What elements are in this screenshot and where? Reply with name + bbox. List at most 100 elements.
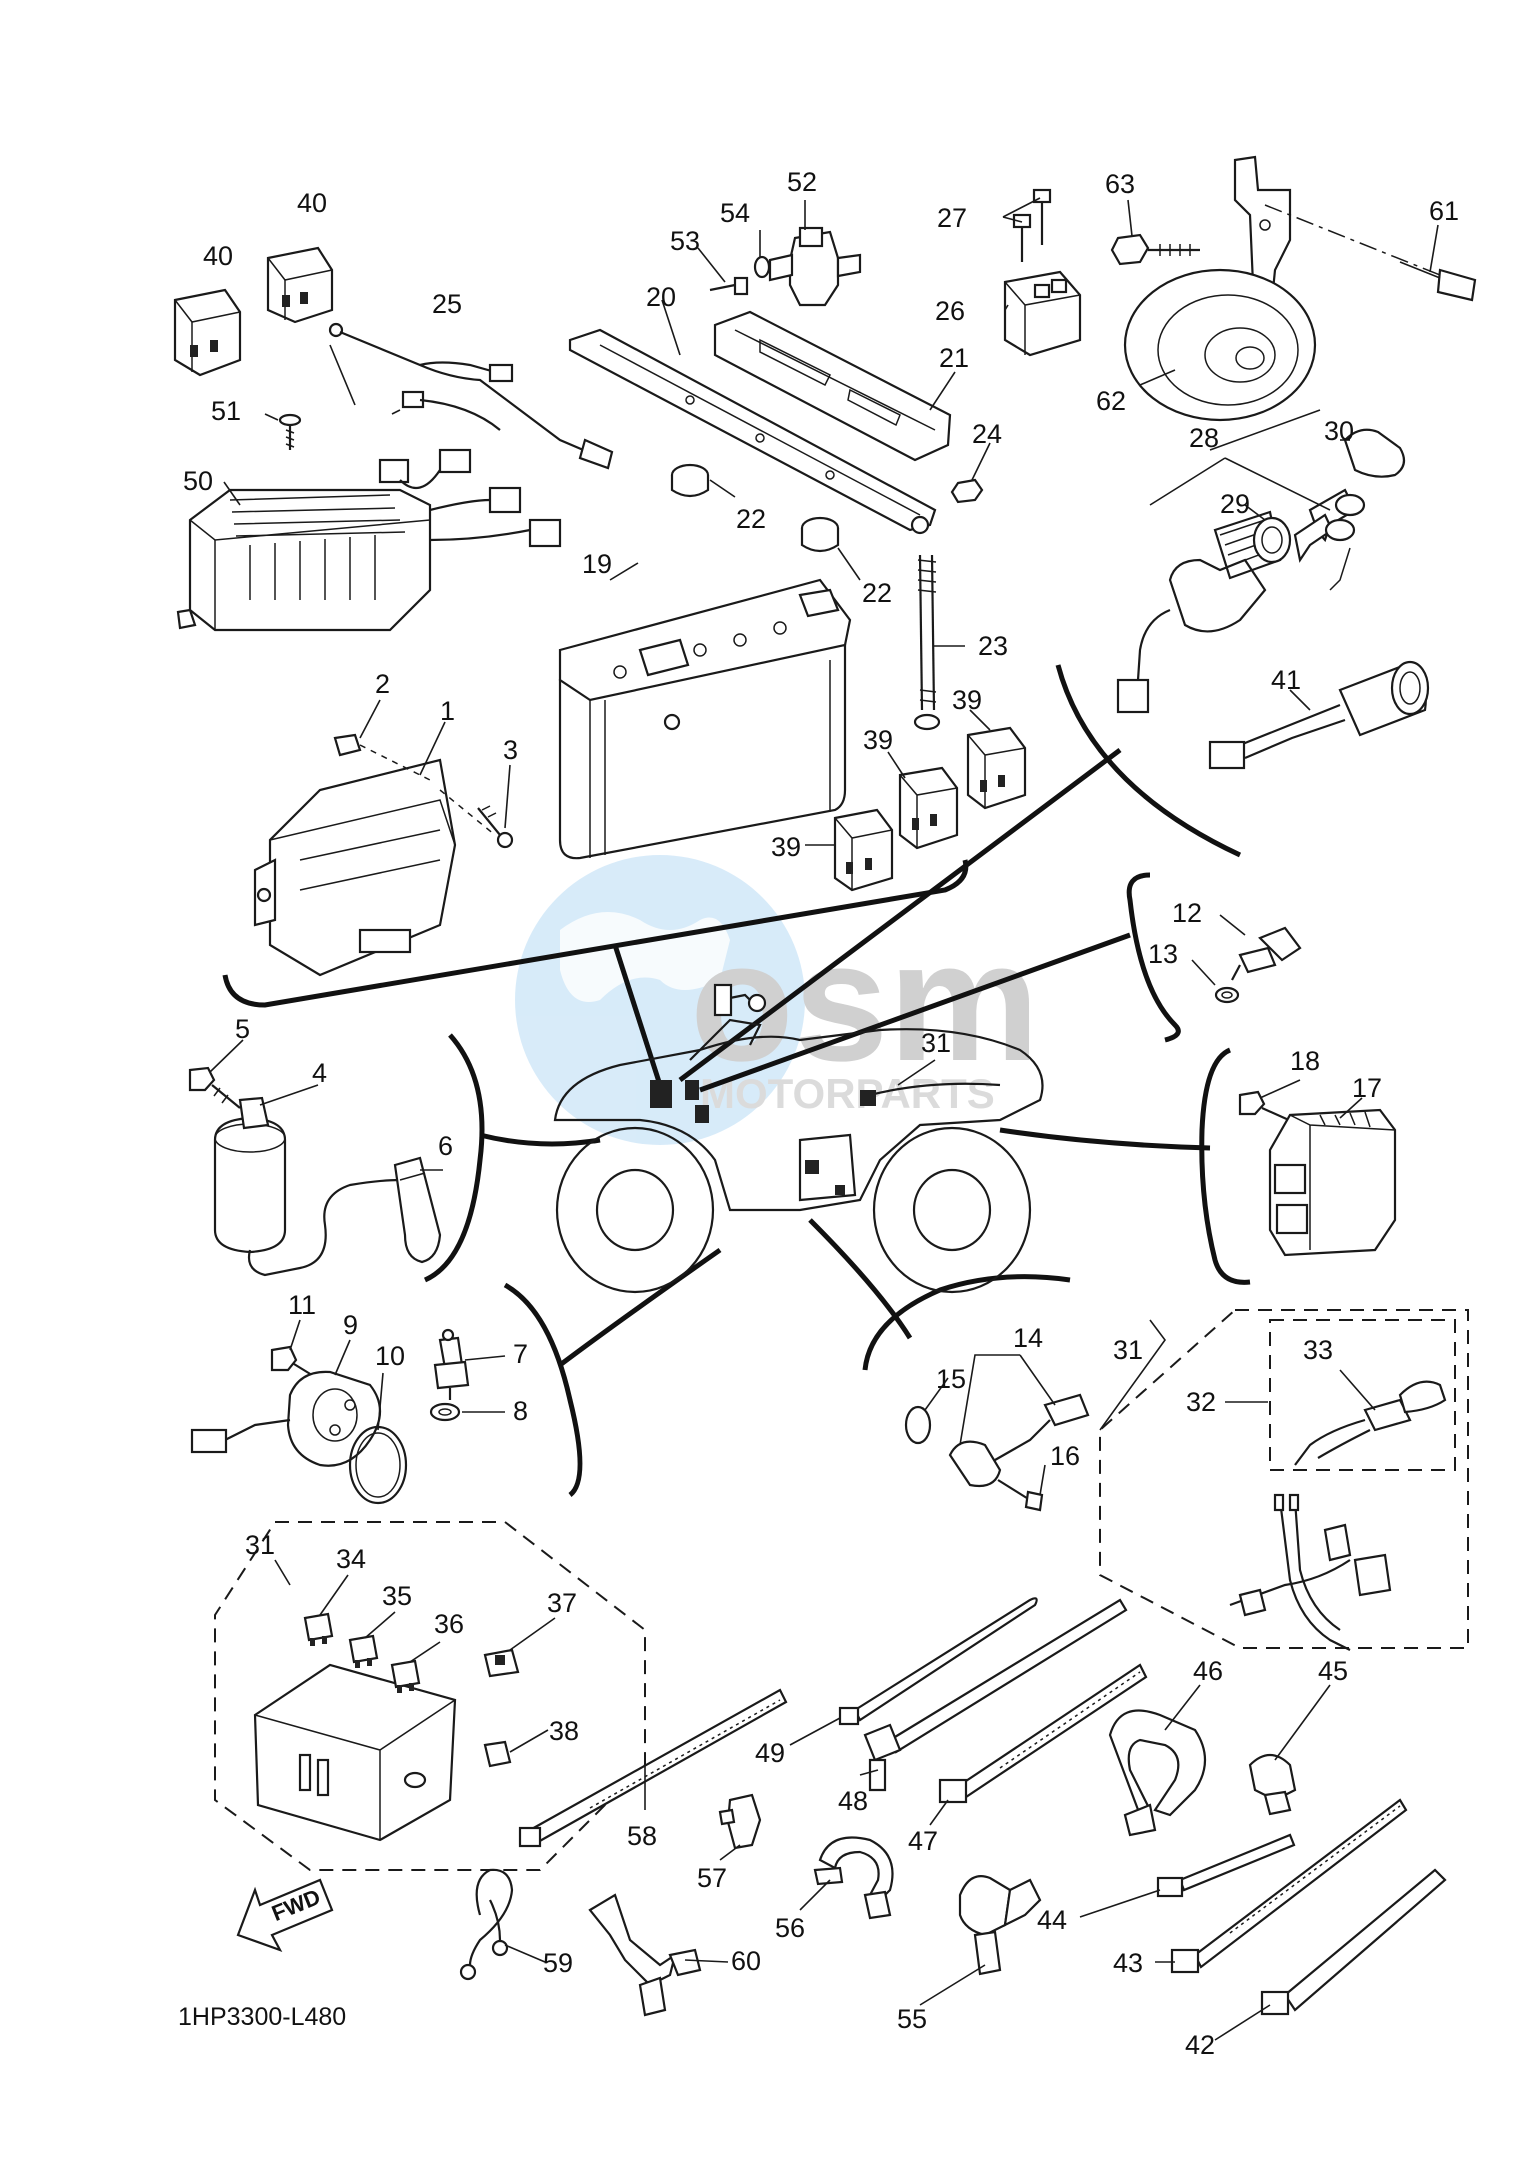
callout-31: 31 bbox=[1113, 1335, 1143, 1365]
atv-vehicle bbox=[553, 983, 1044, 1294]
callout-52: 52 bbox=[787, 167, 817, 197]
callout-8: 8 bbox=[513, 1396, 528, 1426]
damper-22b bbox=[800, 516, 840, 553]
relay-40-lower bbox=[173, 288, 242, 377]
fuse-35 bbox=[348, 1634, 379, 1668]
callout-27: 27 bbox=[937, 203, 967, 233]
relay-39-middle bbox=[898, 766, 959, 850]
main-switch-28 bbox=[1116, 510, 1282, 714]
washer-54 bbox=[753, 255, 771, 279]
watermark-sub-text: MOTORPARTS bbox=[700, 1070, 995, 1117]
bolt-27b bbox=[1012, 213, 1032, 262]
clamp-45 bbox=[1248, 1753, 1297, 1816]
callout-4: 4 bbox=[312, 1058, 327, 1088]
callout-62: 62 bbox=[1096, 386, 1126, 416]
cable-tie-49 bbox=[838, 1597, 1038, 1726]
o-ring-10 bbox=[348, 1425, 408, 1505]
callout-18: 18 bbox=[1290, 1046, 1320, 1076]
callout-53: 53 bbox=[670, 226, 700, 256]
fuse-38 bbox=[483, 1740, 512, 1768]
ecu-1 bbox=[253, 758, 457, 977]
callout-54: 54 bbox=[720, 198, 750, 228]
bracket-20 bbox=[568, 328, 937, 535]
bolt-51 bbox=[278, 413, 302, 450]
kit-32-boundary bbox=[1269, 1319, 1456, 1471]
fuse-37 bbox=[483, 1648, 520, 1678]
sensor-12 bbox=[1231, 926, 1302, 981]
plug-cap-6 bbox=[393, 1156, 442, 1264]
callout-21: 21 bbox=[939, 343, 969, 373]
callout-63: 63 bbox=[1105, 169, 1135, 199]
horn-bracket bbox=[1233, 155, 1292, 332]
callout-39: 39 bbox=[771, 832, 801, 862]
rod-23 bbox=[913, 554, 941, 731]
cable-tie-58 bbox=[518, 1688, 788, 1848]
callout-39: 39 bbox=[863, 725, 893, 755]
callout-26: 26 bbox=[935, 296, 965, 326]
bolt-16 bbox=[997, 1479, 1044, 1512]
callout-49: 49 bbox=[755, 1738, 785, 1768]
callout-15: 15 bbox=[936, 1364, 966, 1394]
callout-labels: 40 40 25 51 50 52 54 53 20 21 24 22 22 1… bbox=[183, 167, 1459, 2060]
callout-33: 33 bbox=[1303, 1335, 1333, 1365]
callout-17: 17 bbox=[1352, 1073, 1382, 1103]
callout-58: 58 bbox=[627, 1821, 657, 1851]
regulator-17 bbox=[1268, 1108, 1397, 1257]
horn-62 bbox=[1123, 268, 1317, 422]
callout-45: 45 bbox=[1318, 1656, 1348, 1686]
callout-44: 44 bbox=[1037, 1905, 1067, 1935]
callout-22: 22 bbox=[862, 578, 892, 608]
clamp-56 bbox=[813, 1836, 894, 1920]
clamp-46 bbox=[1108, 1709, 1206, 1837]
callout-20: 20 bbox=[646, 282, 676, 312]
callout-12: 12 bbox=[1172, 898, 1202, 928]
callout-34: 34 bbox=[336, 1544, 366, 1574]
fusebox-31-boundary bbox=[214, 1521, 646, 1871]
sender-7 bbox=[433, 1328, 470, 1400]
callout-38: 38 bbox=[549, 1716, 579, 1746]
callout-51: 51 bbox=[211, 396, 241, 426]
callout-28: 28 bbox=[1189, 423, 1219, 453]
sensor-52 bbox=[768, 226, 862, 307]
callout-46: 46 bbox=[1193, 1656, 1223, 1686]
callout-42: 42 bbox=[1185, 2030, 1215, 2060]
bolt-27a bbox=[1032, 188, 1052, 245]
callout-14: 14 bbox=[1013, 1323, 1043, 1353]
callout-5: 5 bbox=[235, 1014, 250, 1044]
clamp-60 bbox=[588, 1893, 702, 2017]
watermark: osm MOTORPARTS bbox=[515, 855, 1040, 1145]
cable-tie-43 bbox=[1170, 1798, 1408, 1974]
callout-50: 50 bbox=[183, 466, 213, 496]
callout-61: 61 bbox=[1429, 196, 1459, 226]
callout-31: 31 bbox=[245, 1530, 275, 1560]
fuse-34 bbox=[303, 1612, 334, 1646]
callout-29: 29 bbox=[1220, 489, 1250, 519]
callout-48: 48 bbox=[838, 1786, 868, 1816]
callout-6: 6 bbox=[438, 1131, 453, 1161]
callout-37: 37 bbox=[547, 1588, 577, 1618]
callout-43: 43 bbox=[1113, 1948, 1143, 1978]
callout-30: 30 bbox=[1324, 416, 1354, 446]
callout-40: 40 bbox=[203, 241, 233, 271]
cable-tie-44 bbox=[1156, 1833, 1296, 1898]
callout-36: 36 bbox=[434, 1609, 464, 1639]
cable-tie-42 bbox=[1260, 1868, 1447, 2016]
callout-16: 16 bbox=[1050, 1441, 1080, 1471]
harness-25 bbox=[328, 322, 614, 470]
callout-7: 7 bbox=[513, 1339, 528, 1369]
clamp-55 bbox=[958, 1874, 1042, 1976]
relay-39-lower bbox=[833, 808, 894, 892]
watermark-logo-text: osm bbox=[690, 907, 1040, 1097]
bolt-63 bbox=[1110, 233, 1200, 266]
starter-relay-26 bbox=[1003, 270, 1082, 357]
clip-57 bbox=[718, 1793, 762, 1850]
rectifier-regulator-50 bbox=[176, 448, 562, 632]
callout-10: 10 bbox=[375, 1341, 405, 1371]
callout-55: 55 bbox=[897, 2004, 927, 2034]
callout-39: 39 bbox=[952, 685, 982, 715]
key-30 bbox=[1293, 428, 1406, 591]
horn-wire-61 bbox=[1264, 204, 1477, 302]
o-ring-15 bbox=[904, 1405, 932, 1445]
callout-22: 22 bbox=[736, 504, 766, 534]
